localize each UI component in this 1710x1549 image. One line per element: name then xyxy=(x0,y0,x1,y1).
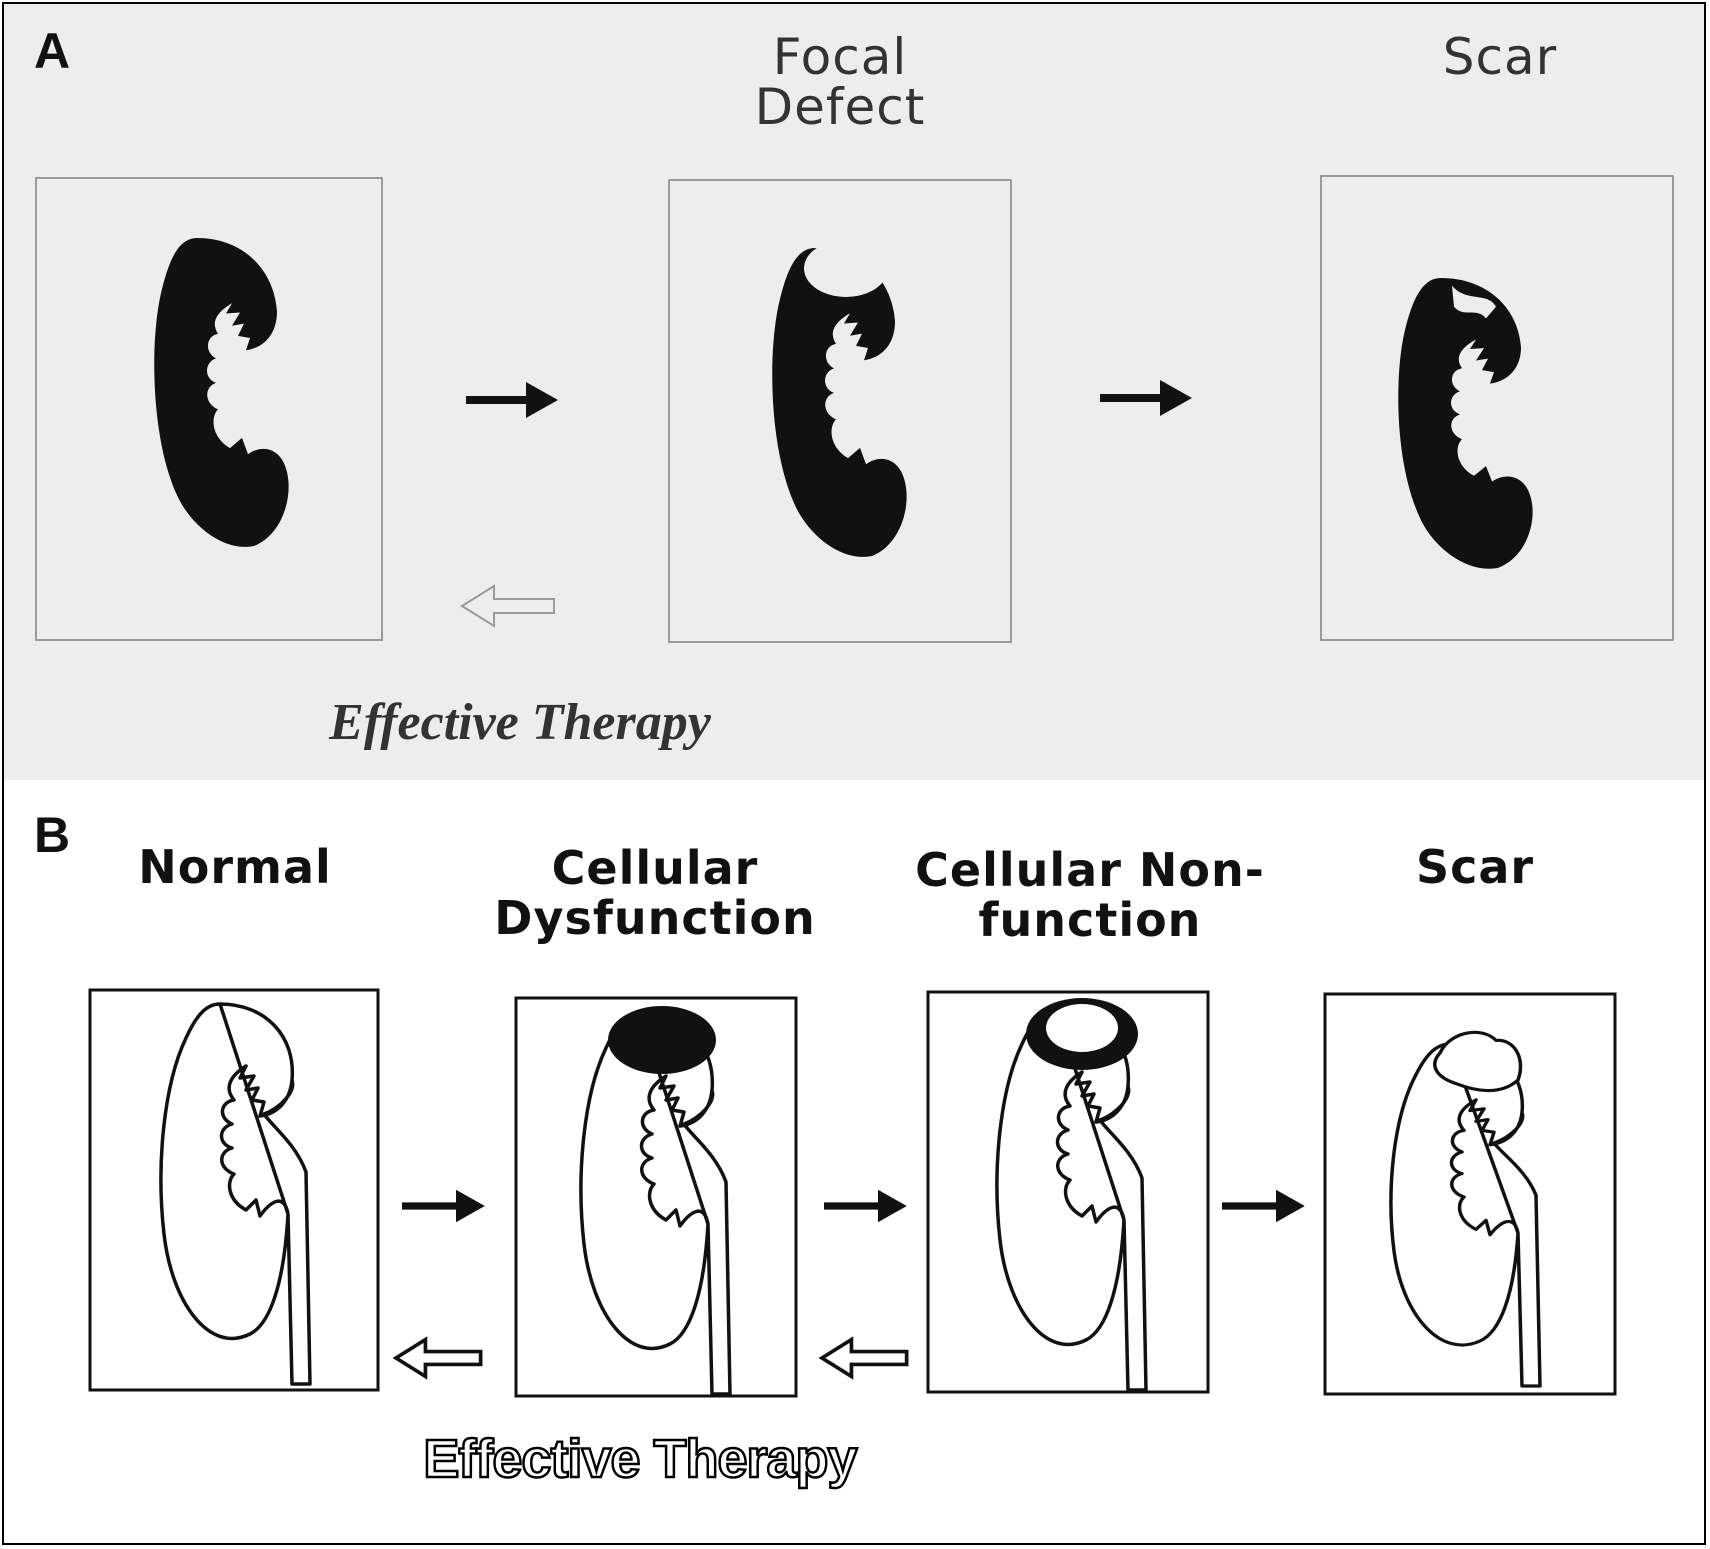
panel-b-box-cellular-dysfunction xyxy=(514,996,798,1398)
panel-b-kidney-scar xyxy=(1389,1030,1542,1388)
panel-b-kidney-normal xyxy=(159,1002,312,1386)
panel-b-arrow-right-2 xyxy=(824,1189,907,1223)
panel-b-arrow-right-1 xyxy=(402,1189,485,1223)
panel-b-box-scar xyxy=(1323,992,1617,1396)
panel-b-stage-cellular-dysfunction-label: Cellular Dysfunction xyxy=(494,841,816,945)
panel-a-kidney-scar xyxy=(1398,278,1533,569)
panel-a-box-focal-defect xyxy=(668,179,1012,643)
panel-b-effective-therapy-label: Effective Therapy xyxy=(422,1428,859,1490)
panel-a-arrow-right-2 xyxy=(1100,380,1192,416)
panel-b-non-function-center xyxy=(1046,1004,1118,1052)
panel-a-stage-scar-label: Scar xyxy=(1442,28,1558,86)
panel-b-box-normal xyxy=(88,988,380,1392)
panel-b-stage-scar-label: Scar xyxy=(1415,840,1535,894)
panel-a-focal-defect-spot xyxy=(804,239,888,297)
panel-b-scar-lump xyxy=(1433,1030,1523,1093)
panel-a-kidney-normal xyxy=(154,238,289,547)
panel-a-arrow-left-hollow xyxy=(461,585,555,627)
panel-b-arrow-left-1 xyxy=(394,1337,483,1379)
panel-b-dysfunction-spot xyxy=(608,1006,716,1074)
panel-b-stage-cellular-non-function-label: Cellular Non-function xyxy=(915,843,1265,947)
panel-b-arrow-left-2 xyxy=(820,1337,909,1379)
panel-a-effective-therapy-label: Effective Therapy xyxy=(329,694,711,751)
panel-b-box-cellular-non-function xyxy=(926,990,1210,1394)
panel-a-stage-focal-defect-label: Focal Defect xyxy=(754,28,926,136)
panel-b-kidney-cellular-dysfunction xyxy=(579,1006,732,1396)
panel-b-letter: B xyxy=(34,807,71,863)
panel-b-stage-normal-label: Normal xyxy=(138,840,332,894)
panel-a-letter: A xyxy=(34,23,71,79)
panel-b-kidney-cellular-non-function xyxy=(995,998,1148,1392)
panel-a-scar-notch xyxy=(1452,285,1496,319)
panel-a-kidney-focal-defect xyxy=(772,239,907,557)
panel-a-box-normal xyxy=(35,177,383,641)
panel-b-arrow-right-3 xyxy=(1222,1189,1305,1223)
panel-a-arrow-right-1 xyxy=(466,382,558,418)
panel-a-box-scar xyxy=(1320,175,1674,641)
